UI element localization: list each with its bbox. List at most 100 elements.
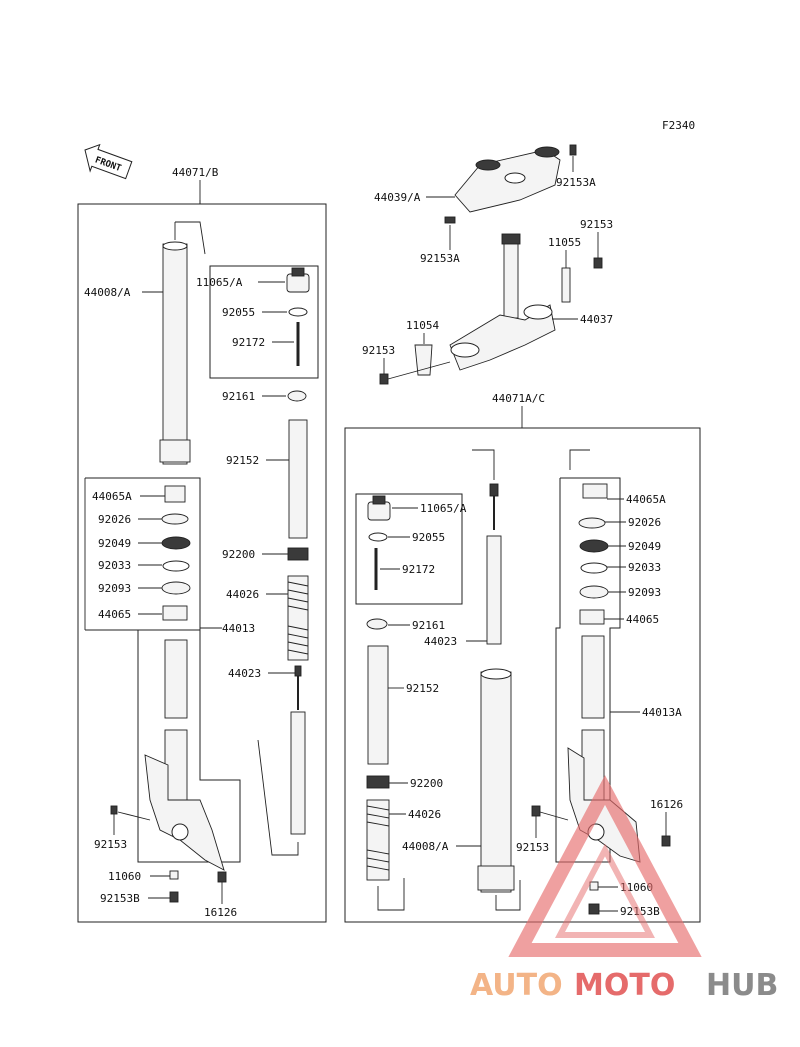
label-92055: 92055 [222,306,255,319]
label-11060: 11060 [108,870,141,883]
watermark-part3: HUB [706,968,778,1003]
clip-92033-right [580,562,608,574]
bolt-92153A-mid [444,216,456,224]
label-92152-right: 92152 [406,682,439,695]
label-92153A-top: 92153A [556,176,596,189]
left-fork-assembly: 44071/B 44008/A 11065/A 92055 92172 9216… [77,166,327,923]
o-ring-right [368,532,388,542]
label-11065A-right: 11065/A [420,502,467,515]
outer-tube-left [159,221,206,465]
cap-subassembly-box-left [209,265,319,379]
label-44023-right: 44023 [424,635,457,648]
label-11055: 11055 [548,236,581,249]
bolt-92153B-right [588,903,600,915]
bolt-92153-right [531,805,541,817]
fork-cap-left [286,267,310,293]
label-92055-right: 92055 [412,531,445,544]
bushing-44065-left [162,605,188,621]
label-44037: 44037 [580,313,613,326]
label-92200: 92200 [222,548,255,561]
seal-92093-right [579,585,609,599]
label-16126-right: 16126 [650,798,683,811]
label-92200-right: 92200 [410,777,443,790]
label-44065A: 44065A [92,490,132,503]
label-92026-right: 92026 [628,516,661,529]
bleed-screw-right [661,835,671,847]
label-11065A: 11065/A [196,276,243,289]
label-92153B: 92153B [100,892,140,905]
label-92153-tr: 92153 [580,218,613,231]
bushing-44065A-right [582,483,608,499]
label-44026: 44026 [226,588,259,601]
bolt-92153A-top [569,144,577,156]
o-ring-left [288,307,308,317]
seal-92049-right [579,539,609,553]
spacer-tube-right [367,645,389,765]
cap-subassembly-box-right [355,493,463,605]
right-outer-box [344,427,701,923]
label-44013A-right: 44013A [642,706,682,719]
label-92153-br: 92153 [362,344,395,357]
bracket-11054 [414,344,433,376]
label-92026: 92026 [98,513,131,526]
upper-clamp [454,146,561,213]
washer-92026-right [578,517,606,529]
label-92153-right: 92153 [516,841,549,854]
label-92172-right: 92172 [402,563,435,576]
spring-seat-left [287,390,307,402]
label-44071B: 44071/B [172,166,219,179]
bolt-92153B-left [169,891,179,903]
label-44013: 44013 [222,622,255,635]
steering-stem [501,233,521,319]
bushing-44065-right [579,609,605,625]
fork-spring-left [287,575,309,661]
washer-right [366,775,390,789]
label-44026-right: 44026 [408,808,441,821]
label-44065A-right: 44065A [626,493,666,506]
steering-clamps: 44039/A 92153A 92153A 44037 92153 11055 … [362,144,613,385]
label-92049-right: 92049 [628,540,661,553]
label-92033-right: 92033 [628,561,661,574]
label-92049: 92049 [98,537,131,550]
label-44023: 44023 [228,667,261,680]
gasket-11060-right [589,881,599,891]
watermark-part2: MOTO [574,968,675,1003]
label-44008A: 44008/A [84,286,131,299]
front-arrow-icon: FRONT [84,143,133,180]
label-44065: 44065 [98,608,131,621]
label-44071AC: 44071A/C [492,392,545,405]
lower-clamp [449,304,556,371]
bolt-92153-br [379,373,389,385]
label-92033: 92033 [98,559,131,572]
label-92172: 92172 [232,336,265,349]
bushing-44065A-left [164,485,186,503]
bleed-screw-left [217,871,227,883]
clip-92033-left [162,560,190,572]
washer-left [287,547,309,561]
label-92153A-mid: 92153A [420,252,460,265]
fork-cap-right [367,495,391,521]
label-44008A-right: 44008/A [402,840,449,853]
watermark-part1: AUTO [470,968,563,1003]
bolt-92153-tr [593,257,603,269]
inner-tube-left [164,639,188,821]
cable-guide-11055 [561,267,571,303]
outer-tube-right [477,668,515,893]
figure-code: F2340 [662,119,695,132]
label-44039A: 44039/A [374,191,421,204]
gasket-11060-left [169,870,179,880]
watermark-logo [508,775,702,957]
axle-bracket-left [144,754,225,871]
damper-rod-left [290,665,306,835]
seal-92049-left [161,536,191,550]
label-92161: 92161 [222,390,255,403]
fork-spring-right [366,799,390,881]
damper-rod-right [486,483,502,645]
right-fork-assembly: 44071A/C 11065/A 92055 92172 92161 92152… [344,392,701,923]
washer-92026-left [161,513,189,525]
spacer-tube-left [288,419,308,539]
label-92093-right: 92093 [628,586,661,599]
label-16126-left: 16126 [204,906,237,919]
